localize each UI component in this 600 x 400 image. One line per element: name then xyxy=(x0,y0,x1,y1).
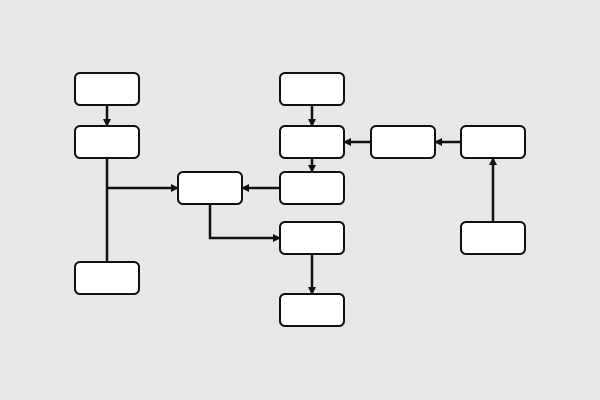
node-n2 xyxy=(74,125,140,159)
node-box xyxy=(279,293,345,327)
node-box xyxy=(460,125,526,159)
node-box xyxy=(279,171,345,205)
edges-layer xyxy=(103,105,497,295)
node-n12 xyxy=(460,221,526,255)
node-box xyxy=(370,125,436,159)
node-n10 xyxy=(279,221,345,255)
node-box xyxy=(74,261,140,295)
node-n5 xyxy=(177,171,243,205)
node-n4 xyxy=(279,72,345,106)
node-box xyxy=(460,221,526,255)
node-n9 xyxy=(279,171,345,205)
node-box xyxy=(279,72,345,106)
node-box xyxy=(74,72,140,106)
node-n8 xyxy=(460,125,526,159)
node-n7 xyxy=(370,125,436,159)
node-n3 xyxy=(74,261,140,295)
edge-n5-to-n10 xyxy=(208,204,281,242)
node-n6 xyxy=(279,125,345,159)
node-n11 xyxy=(279,293,345,327)
node-box xyxy=(279,221,345,255)
node-box xyxy=(177,171,243,205)
node-n1 xyxy=(74,72,140,106)
node-box xyxy=(279,125,345,159)
nodes-layer xyxy=(74,72,526,327)
node-box xyxy=(74,125,140,159)
